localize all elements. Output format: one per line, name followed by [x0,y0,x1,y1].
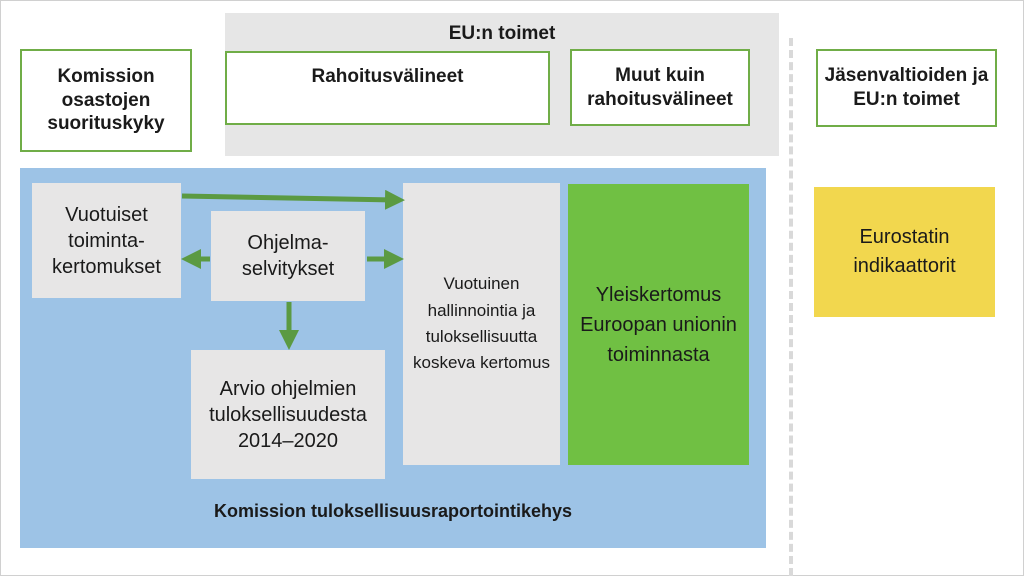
general-report-label: Yleiskertomus Euroopan unionin toiminnas… [580,283,737,366]
financial-instruments-label: Rahoitusvälineet [311,66,464,87]
financial-instruments-box: Rahoitusvälineet [225,51,550,125]
programme-evaluation-box: Arvio ohjelmien tuloksellisuudesta 2014–… [191,350,385,479]
dg-performance-box: Komission osastojen suorituskyky [20,49,192,152]
eurostat-indicators-box: Eurostatin indikaattorit [814,187,995,317]
programme-evaluation-label: Arvio ohjelmien tuloksellisuudesta 2014–… [209,377,367,452]
programme-statements-label: Ohjelma-selvitykset [241,232,335,280]
annual-management-report-label: Vuotuinen hallinnointia ja tuloksellisuu… [413,274,550,373]
section-divider [789,38,793,576]
eurostat-indicators-label: Eurostatin indikaattorit [853,226,956,277]
non-financial-instruments-label: Muut kuin rahoitusvälineet [587,64,733,110]
eu-actions-title: EU:n toimet [448,23,556,44]
annual-activity-reports-label: Vuotuiset toiminta-kertomukset [52,203,161,278]
annual-activity-reports-box: Vuotuiset toiminta-kertomukset [32,183,181,298]
non-financial-instruments-box: Muut kuin rahoitusvälineet [570,49,750,126]
reporting-framework-label: Komission tuloksellisuusraportointikehys [213,501,573,521]
annual-management-report-box: Vuotuinen hallinnointia ja tuloksellisuu… [403,183,560,465]
member-states-actions-box: Jäsenvaltioiden ja EU:n toimet [816,49,997,127]
member-states-actions-label: Jäsenvaltioiden ja EU:n toimet [824,65,989,110]
dg-performance-label: Komission osastojen suorituskyky [47,65,165,135]
general-report-box: Yleiskertomus Euroopan unionin toiminnas… [568,184,749,465]
programme-statements-box: Ohjelma-selvitykset [211,211,365,301]
